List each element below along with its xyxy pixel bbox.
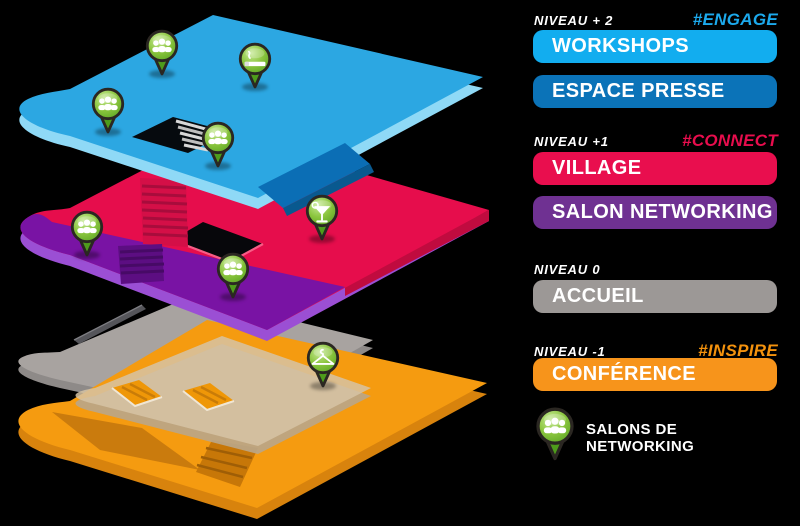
floor-level-plus2-workshops	[19, 15, 483, 216]
mezzanine-shadow	[52, 412, 200, 470]
mezzanine-stairwell-2	[182, 383, 235, 412]
cocktail-pin-icon	[305, 194, 339, 241]
mezzanine-stairwell-1	[111, 380, 163, 408]
ramp-espace-presse	[258, 143, 374, 216]
hashtag-label: #ENGAGE	[692, 10, 778, 29]
people-pin[interactable]	[143, 29, 181, 79]
workshops-floor	[19, 15, 483, 198]
people-pin[interactable]	[89, 87, 127, 137]
level-header: NIVEAU 0	[534, 262, 778, 277]
hashtag-label: #CONNECT	[682, 131, 778, 150]
room-button-salon-networking[interactable]: SALON NETWORKING	[533, 196, 777, 229]
people-pin-icon	[536, 407, 574, 461]
people-pin-icon	[70, 210, 104, 257]
staircase-red	[140, 178, 189, 247]
room-button-espace-presse[interactable]: ESPACE PRESSE	[533, 75, 777, 108]
level-header: NIVEAU +1 #CONNECT	[534, 131, 778, 151]
networking-floor	[20, 213, 345, 330]
people-pin-icon	[216, 252, 250, 299]
smoking-pin[interactable]	[236, 42, 274, 92]
staircase-purple	[118, 244, 165, 284]
people-pin[interactable]	[214, 252, 252, 302]
level-label: NIVEAU -1	[534, 344, 606, 359]
hashtag-label: #INSPIRE	[698, 341, 778, 360]
floor-diagram	[18, 15, 489, 519]
level-label: NIVEAU + 2	[534, 13, 614, 28]
escalator-rail	[74, 305, 146, 344]
people-pin-icon	[91, 87, 125, 134]
networking-pin-legend-icon	[533, 407, 577, 469]
legend: SALONS DE NETWORKING	[533, 407, 780, 469]
conference-staircase	[196, 440, 258, 487]
room-button-conf-rence[interactable]: CONFÉRENCE	[533, 358, 777, 391]
smoking-pin-icon	[238, 42, 272, 89]
people-pin[interactable]	[199, 121, 237, 171]
hanger-pin[interactable]	[304, 341, 342, 391]
level-label: NIVEAU 0	[534, 262, 601, 277]
level-header: NIVEAU -1 #INSPIRE	[534, 341, 778, 361]
people-pin[interactable]	[68, 210, 106, 260]
conference-mezzanine	[75, 336, 371, 454]
hanger-pin-icon	[306, 341, 340, 388]
room-button-accueil[interactable]: ACCUEIL	[533, 280, 777, 313]
level-label: NIVEAU +1	[534, 134, 609, 149]
floor-level-plus1-village-networking	[20, 132, 489, 341]
level-header: NIVEAU + 2 #ENGAGE	[534, 10, 778, 30]
room-button-workshops[interactable]: WORKSHOPS	[533, 30, 777, 63]
people-pin-icon	[201, 121, 235, 168]
cocktail-pin[interactable]	[303, 194, 341, 244]
legend-label: SALONS DE NETWORKING	[586, 421, 695, 455]
people-pin-icon	[145, 29, 179, 76]
room-button-village[interactable]: VILLAGE	[533, 152, 777, 185]
